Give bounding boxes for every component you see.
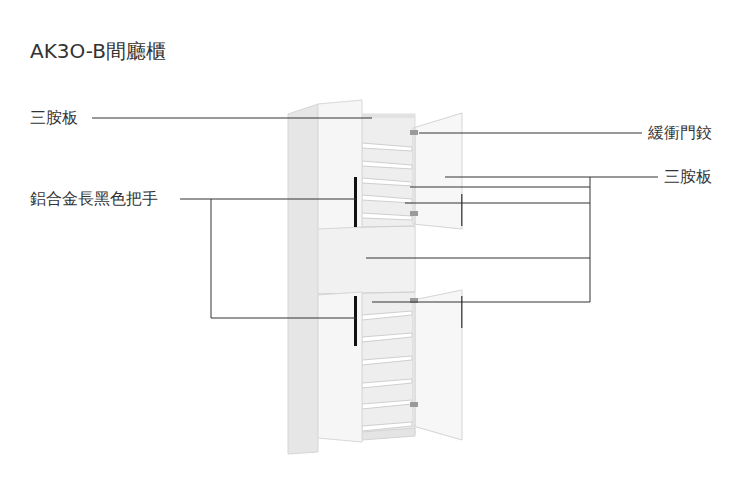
part-label: 緩衝門鉸 [646, 123, 714, 143]
diagram-title: AK3O-B間廳櫃 [28, 38, 168, 64]
part-label: 三胺板 [662, 167, 714, 187]
part-label: 三胺板 [28, 108, 80, 128]
part-label: 鋁合金長黑色把手 [28, 189, 160, 209]
